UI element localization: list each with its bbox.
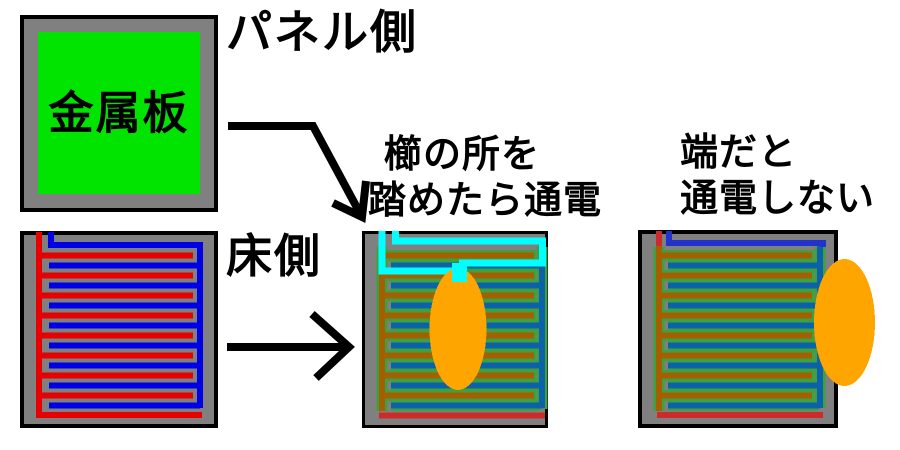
caption-edge-line2: 通電しない (680, 177, 876, 220)
foot-press-center (429, 268, 487, 390)
metal-plate-label: 金属板 (48, 88, 189, 139)
pressed-edge-pad (638, 230, 875, 428)
foot-press-edge (814, 259, 875, 386)
conduction-path-left (378, 231, 460, 275)
floor-side-label: 床側 (226, 230, 322, 282)
caption-step-on-comb: 櫛の所を踏めたら通電 (368, 133, 602, 224)
panel-side-label: パネル側 (226, 6, 418, 58)
red-comb-electrode (36, 232, 202, 418)
blue-comb-electrode (48, 232, 203, 409)
floor-side-pad (20, 231, 218, 428)
arrow-floor-to-pressed (227, 311, 355, 381)
contact-point-highlight (452, 263, 467, 282)
covered-red-comb (656, 246, 812, 411)
red-lead-and-bottom-trace (656, 231, 823, 418)
arrow-panel-to-pressed (228, 122, 370, 224)
caption-step-line2: 踏めたら通電 (368, 179, 603, 222)
panel-side-pad: 金属板 (20, 15, 218, 212)
metal-plate (38, 32, 200, 194)
caption-step-line1: 櫛の所を (384, 134, 541, 176)
pressed-center-pad (362, 231, 548, 428)
blue-lead-and-top-trace (666, 231, 826, 247)
caption-edge-line1: 端だと (680, 132, 798, 174)
caption-edge-no-conduction: 端だと通電しない (680, 131, 875, 222)
conduction-path-right (392, 231, 546, 267)
